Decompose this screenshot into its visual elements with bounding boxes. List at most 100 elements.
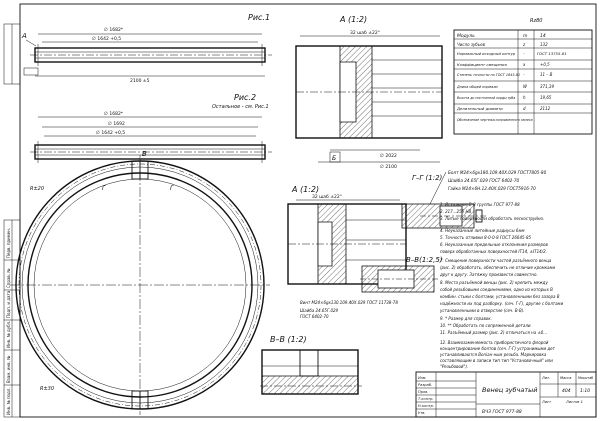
- note-n17: 10. ** Обработать по сопряженной детали.: [440, 323, 532, 328]
- strip-3: Подп. и дата: [6, 290, 11, 318]
- strip-2: Справ. №: [6, 269, 11, 288]
- section-V1-label: В–В(1:2,5): [406, 256, 443, 264]
- strip-1: Перв. примен.: [6, 228, 11, 258]
- tb-row-5: Утв.: [418, 411, 426, 415]
- note-n6: 6. Неуказанные предельные отклонения раз…: [440, 242, 549, 247]
- dim-d4: ∅ 1642 +0,5: [96, 130, 125, 136]
- tb-lit-label: Лит.: [541, 376, 550, 380]
- spec-r5-val: 19,65: [540, 95, 552, 100]
- note-n4: 4. Неуказанные литейные радиусы 6мм: [440, 228, 524, 233]
- callout-c3: Гайка М24×6Н.12.40Х.029 ГОСТ5916-70: [448, 186, 536, 191]
- callout-c1: Болт М24×6gx180.109.40Х.029 ГОСТ7805-80: [448, 170, 547, 175]
- callout-c2: Шайба 24.65Г.029 ГОСТ 6402-70: [448, 178, 519, 183]
- spec-r7-sym: -: [523, 117, 525, 122]
- note-n20: концентрирование болтов (сеч. Г-Г) устра…: [440, 346, 556, 351]
- callout-c4: Винт М24×6gx130.109.40Х.029 ГОСТ 11738-7…: [300, 300, 398, 305]
- note-n22: составляющим в записи тип тип "Установоч…: [440, 358, 553, 363]
- ring-view: В Г Г R±20 R±30: [10, 150, 270, 415]
- tb-sheet-label: Лист: [541, 400, 552, 404]
- note-n21: устанавливаются Boniaн-ным резьба. Марки…: [439, 352, 547, 357]
- spec-table: Rz80 Модуль m 14 Число зубьев z 132 Норм…: [453, 18, 593, 135]
- title-block: Изм. Разраб. Пров. Т.контр. Н.контр. Утв…: [415, 371, 597, 418]
- spec-r7-name: Обозначение чертежа сопряженного колеса: [457, 118, 533, 122]
- detail-A: А (1:2) 32 шаб ±22° ∅ 2022 ∅ 2100 Б: [295, 15, 443, 170]
- strip-6: Инв. № подл.: [6, 387, 11, 415]
- tb-sheets-label: Листов 1: [565, 400, 583, 404]
- spec-r3-name: Степень точности по ГОСТ 1643-81: [457, 73, 520, 77]
- spec-r6-name: Делительный диаметр: [456, 106, 503, 111]
- section-V1: В–В(1:2,5) Винт М24×6gx130.109.40Х.029 Г…: [300, 256, 443, 319]
- note-n12: собой резьбовыми соединениями, одно из к…: [440, 287, 553, 292]
- note-n11: 8. Места разъёмной венцы (рис. 2) крепит…: [440, 280, 548, 285]
- spec-r0-sym: z: [522, 42, 526, 47]
- detail-A-label: А (1:2): [339, 15, 367, 24]
- dim-d1: ∅ 1682*: [104, 27, 124, 33]
- spec-h1: m: [523, 34, 528, 39]
- spec-r4-val: 371,39: [540, 84, 554, 89]
- spec-r1-sym: -: [523, 51, 525, 56]
- spec-r3-val: 11 – В: [540, 72, 553, 77]
- tb-row-1: Разраб.: [418, 383, 432, 387]
- tb-mass-value: 404: [562, 388, 571, 394]
- note-n5: 5. Точность отливки 8-0-0-8 ГОСТ 26645-8…: [440, 235, 532, 240]
- tech-notes: 1. Остальное В-8 группы ГОСТ 977-88 2. 2…: [439, 202, 564, 369]
- dim-d2: ∅ 1642 +0,5: [92, 36, 121, 42]
- spec-r3-sym: -: [523, 72, 525, 77]
- strip-5: Взам. инв. №: [6, 356, 11, 383]
- fig2-note: Остальное - см. Рис.1: [212, 104, 269, 110]
- spec-r5-name: Высота до постоянной хорды зуба: [457, 96, 515, 100]
- spec-r5-sym: h: [523, 95, 526, 100]
- note-n9: (рис. 2) обработать, обеспечить не отлич…: [440, 265, 556, 270]
- tb-name: Венец зубчатый: [482, 386, 537, 394]
- tb-mass-label: Масса: [560, 376, 571, 380]
- note-n14: надёжности их под разборку. (сеч. Г-Г), …: [440, 301, 564, 306]
- spec-r2-val: +0,5: [540, 62, 550, 67]
- note-n13: комбин. стыки с болтами, установленными …: [440, 294, 560, 299]
- tb-row-3: Т.контр.: [418, 397, 434, 401]
- dim-d5: 2100 ±5: [130, 78, 150, 84]
- strip-4: Инв. № дубл.: [6, 321, 11, 348]
- fig1-view: Рис.1 ∅ 1682* ∅ 1642 +0,5 2100 ±5 А: [21, 13, 272, 84]
- spec-r0-name: Число зубьев: [457, 42, 486, 47]
- dim-r1: R±20: [30, 186, 44, 192]
- note-n8: 7. Смещение поверхности частей разъёмног…: [440, 258, 552, 263]
- mark-V: В: [142, 150, 147, 158]
- dim-d9: ∅ 2100: [380, 164, 397, 170]
- dim-m2: 32 шаб ±22°: [312, 194, 342, 200]
- mark-A: А: [21, 32, 27, 40]
- dim-d6: ∅ 1682*: [104, 111, 124, 117]
- spec-r6-val: 2112: [540, 106, 551, 111]
- left-strip: Перв. примен. Справ. № Подп. и дата Инв.…: [3, 23, 21, 418]
- section-BB-label: В–В (1:2): [270, 335, 307, 344]
- dim-m1: 32 шаб ±22°: [350, 30, 380, 36]
- spec-corner: Rz80: [530, 18, 542, 24]
- callout-c6: ГОСТ 6402-70: [300, 314, 329, 319]
- spec-r4-name: Длина общей нормали: [456, 85, 498, 89]
- note-n2: 2. 217...255 НВ: [440, 209, 471, 214]
- section-BB: В–В (1:2): [260, 335, 362, 395]
- dim-d3: ∅ 1692: [108, 121, 125, 127]
- spec-r0-val: 132: [540, 42, 548, 47]
- mark-B: Б: [332, 155, 336, 162]
- fig2-label: Рис.2: [234, 93, 256, 102]
- fig2-view: Рис.2 Остальное - см. Рис.1 ∅ 1682* ∅ 16…: [30, 93, 272, 163]
- note-n1: 1. Остальное В-8 группы ГОСТ 977-88: [440, 202, 520, 207]
- callout-c5: Шайба 24.65Г.029: [300, 308, 339, 313]
- spec-r1-val: ГОСТ 13755-81: [537, 51, 567, 56]
- spec-r4-sym: W: [523, 84, 528, 89]
- tb-scale-label: Масштаб: [578, 376, 593, 380]
- note-n7: поверх обработанных поверхностей IT14, ±…: [440, 249, 547, 254]
- detail-A2: А (1:2) 32 шаб ±22°: [287, 185, 407, 285]
- fig1-label: Рис.1: [248, 13, 270, 22]
- spec-h2: 14: [540, 33, 546, 39]
- note-n18: 11. Разъёмный размер (рис. 2) отличаться…: [440, 330, 547, 335]
- spec-r1-name: Нормальный исходный контур: [457, 52, 516, 56]
- note-n3: 3. Литые поверхности обработать пескостр…: [440, 216, 544, 221]
- outer-frame: [19, 3, 597, 418]
- note-n10: друг к другу. Затяжку произвести совмест…: [439, 272, 538, 277]
- dim-r2: R±30: [40, 386, 54, 392]
- tb-scale-value: 1:10: [580, 388, 590, 394]
- spec-r2-name: Коэффициент смещения: [457, 62, 508, 67]
- spec-h0: Модуль: [457, 33, 475, 39]
